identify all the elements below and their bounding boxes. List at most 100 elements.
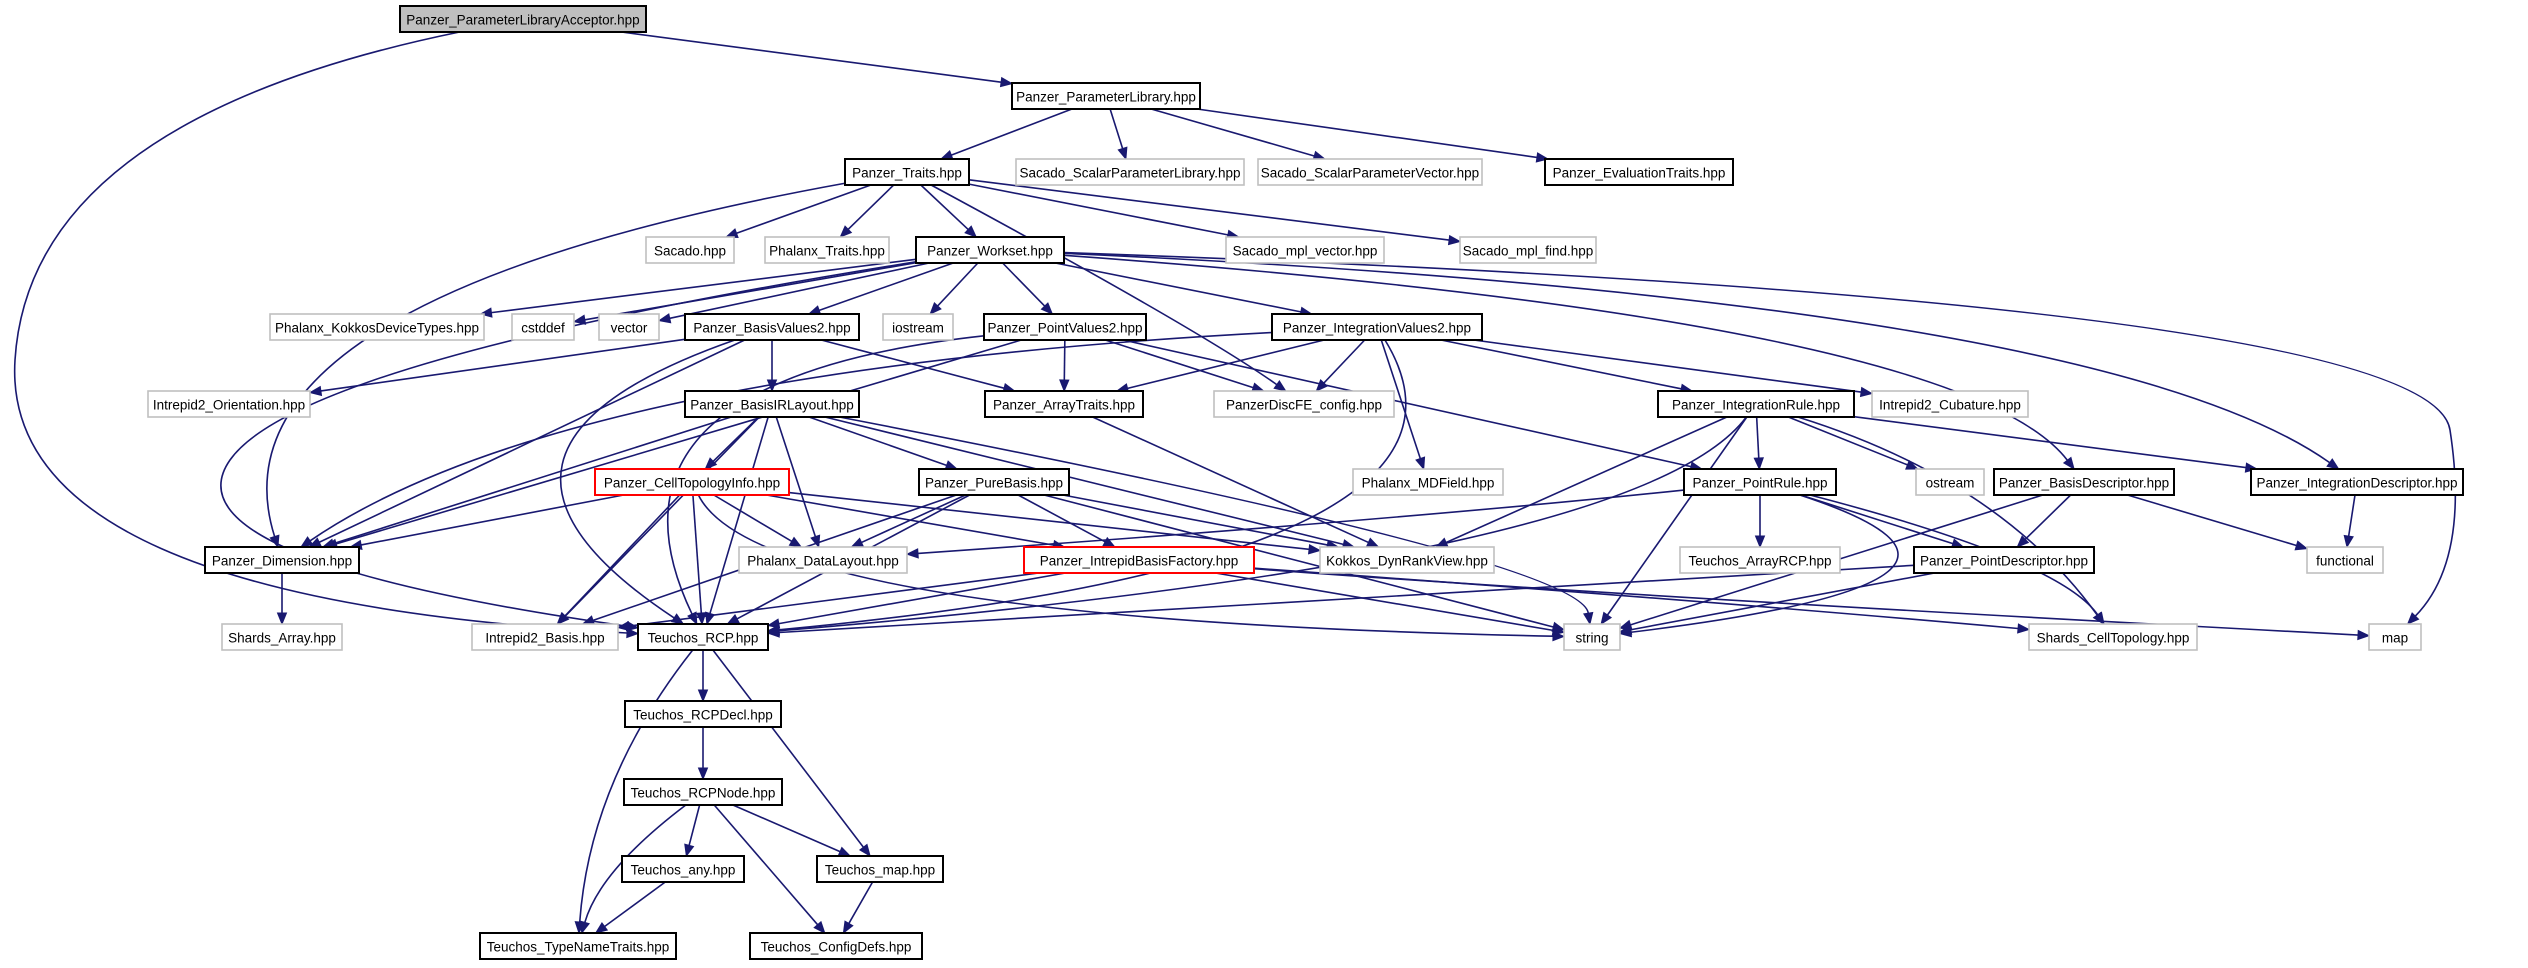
edge-line: [692, 494, 703, 614]
edge-line: [1197, 108, 1538, 159]
node-box: [204, 546, 360, 574]
dependency-edge: [930, 184, 1287, 392]
dependency-edge: [479, 258, 917, 318]
graph-node[interactable]: Panzer_PointRule.hpp: [1683, 468, 1837, 496]
graph-node[interactable]: Teuchos_TypeNameTraits.hpp: [479, 932, 677, 960]
graph-node: ostream: [1915, 468, 1985, 496]
edge-line: [2347, 494, 2356, 537]
node-box: [684, 313, 860, 341]
edge-arrowhead: [766, 618, 781, 629]
edge-arrowhead: [905, 548, 919, 559]
node-label: Panzer_PureBasis.hpp: [925, 476, 1063, 491]
edge-line: [1323, 339, 1366, 384]
graph-node: Phalanx_MDField.hpp: [1352, 468, 1504, 496]
edge-line: [1473, 339, 1862, 393]
edge-arrowhead: [697, 767, 709, 781]
graph-node[interactable]: Panzer_ParameterLibraryAcceptor.hpp: [399, 5, 647, 33]
graph-node[interactable]: Panzer_ParameterLibrary.hpp: [1011, 82, 1201, 110]
dependency-edge: [299, 331, 1273, 548]
graph-node[interactable]: Teuchos_map.hpp: [816, 855, 944, 883]
edge-line: [778, 564, 1915, 634]
graph-node[interactable]: Teuchos_any.hpp: [621, 855, 745, 883]
graph-node[interactable]: Panzer_IntegrationDescriptor.hpp: [2250, 468, 2464, 496]
node-label: Panzer_IntegrationRule.hpp: [1672, 398, 1840, 413]
edge-line: [709, 416, 769, 614]
graph-node[interactable]: Teuchos_RCP.hpp: [637, 623, 769, 651]
dependency-edge: [1063, 252, 2340, 470]
node-box: [1657, 390, 1855, 418]
graph-node[interactable]: Panzer_BasisIRLayout.hpp: [684, 390, 860, 418]
graph-node[interactable]: Panzer_BasisDescriptor.hpp: [1993, 468, 2175, 496]
edge-line: [937, 262, 979, 307]
dependency-edge: [712, 649, 871, 858]
node-label: cstddef: [521, 321, 565, 336]
node-box: [471, 623, 619, 651]
graph-node[interactable]: Panzer_Traits.hpp: [844, 158, 970, 186]
dependency-edge: [684, 804, 701, 858]
node-label: Phalanx_Traits.hpp: [769, 244, 885, 259]
graph-node[interactable]: Teuchos_RCPNode.hpp: [623, 778, 783, 806]
graph-node[interactable]: Panzer_IntegrationRule.hpp: [1657, 390, 1855, 418]
edge-line: [839, 416, 1590, 614]
node-label: Sacado_mpl_vector.hpp: [1233, 244, 1378, 259]
dependency-edge: [1150, 108, 1327, 161]
edge-arrowhead: [837, 846, 852, 857]
graph-node[interactable]: Panzer_Workset.hpp: [915, 236, 1065, 264]
edge-arrowhead: [1040, 302, 1054, 315]
dependency-edge: [572, 261, 917, 325]
node-box: [645, 236, 735, 264]
graph-node[interactable]: Panzer_Dimension.hpp: [204, 546, 360, 574]
node-box: [882, 313, 954, 341]
edge-arrowhead: [1447, 234, 1462, 246]
graph-node[interactable]: Panzer_CellTopologyInfo.hpp: [594, 468, 790, 496]
dependency-edge: [1197, 108, 1550, 163]
node-box: [621, 855, 745, 883]
dependency-edge: [1473, 339, 1874, 398]
edge-arrowhead: [1365, 537, 1380, 548]
dependency-edge: [697, 727, 709, 781]
edge-line: [1109, 108, 1124, 149]
graph-node: Sacado.hpp: [645, 236, 735, 264]
dependency-edge: [1440, 339, 1694, 394]
dependency-edge: [1315, 339, 1366, 392]
dependency-edge: [705, 416, 769, 626]
edge-line: [1063, 252, 2331, 464]
dependency-edge: [2343, 494, 2356, 549]
node-label: Teuchos_RCPDecl.hpp: [633, 708, 773, 723]
edge-line: [2127, 494, 2297, 547]
graph-node[interactable]: Panzer_BasisValues2.hpp: [684, 313, 860, 341]
node-label: Sacado.hpp: [654, 244, 726, 259]
dependency-edge: [276, 573, 288, 626]
node-label: Panzer_Traits.hpp: [852, 166, 962, 181]
node-label: Phalanx_KokkosDeviceTypes.hpp: [275, 321, 479, 336]
graph-node[interactable]: Panzer_PureBasis.hpp: [918, 468, 1070, 496]
edge-arrowhead: [1551, 625, 1566, 636]
edge-line: [13, 31, 628, 634]
node-box: [2368, 623, 2422, 651]
graph-node[interactable]: Panzer_PointDescriptor.hpp: [1913, 546, 2095, 574]
edge-line: [1062, 494, 1328, 546]
graph-node[interactable]: Teuchos_RCPDecl.hpp: [624, 700, 782, 728]
dependency-edge: [1063, 251, 2457, 625]
edge-arrowhead: [810, 534, 821, 549]
edge-line: [920, 184, 969, 231]
edge-line: [584, 261, 917, 321]
node-label: Sacado_ScalarParameterLibrary.hpp: [1019, 166, 1240, 181]
node-box: [1352, 468, 1504, 496]
edge-line: [917, 489, 1685, 555]
edge-arrowhead: [788, 536, 803, 548]
edge-arrowhead: [813, 920, 826, 934]
dependency-edge: [349, 494, 624, 551]
graph-node[interactable]: Panzer_ArrayTraits.hpp: [984, 390, 1144, 418]
graph-node[interactable]: Panzer_PointValues2.hpp: [983, 313, 1147, 341]
edge-line: [2024, 494, 2072, 540]
graph-node[interactable]: Teuchos_ConfigDefs.hpp: [749, 932, 923, 960]
graph-node[interactable]: Panzer_IntrepidBasisFactory.hpp: [1023, 546, 1255, 574]
graph-node[interactable]: Panzer_EvaluationTraits.hpp: [1544, 158, 1734, 186]
edge-line: [667, 335, 985, 615]
dependency-edge: [1055, 262, 1313, 317]
node-box: [1871, 390, 2029, 418]
graph-node[interactable]: Panzer_IntegrationValues2.hpp: [1271, 313, 1483, 341]
node-label: Teuchos_RCPNode.hpp: [631, 786, 776, 801]
node-label: PanzerDiscFE_config.hpp: [1226, 398, 1382, 413]
